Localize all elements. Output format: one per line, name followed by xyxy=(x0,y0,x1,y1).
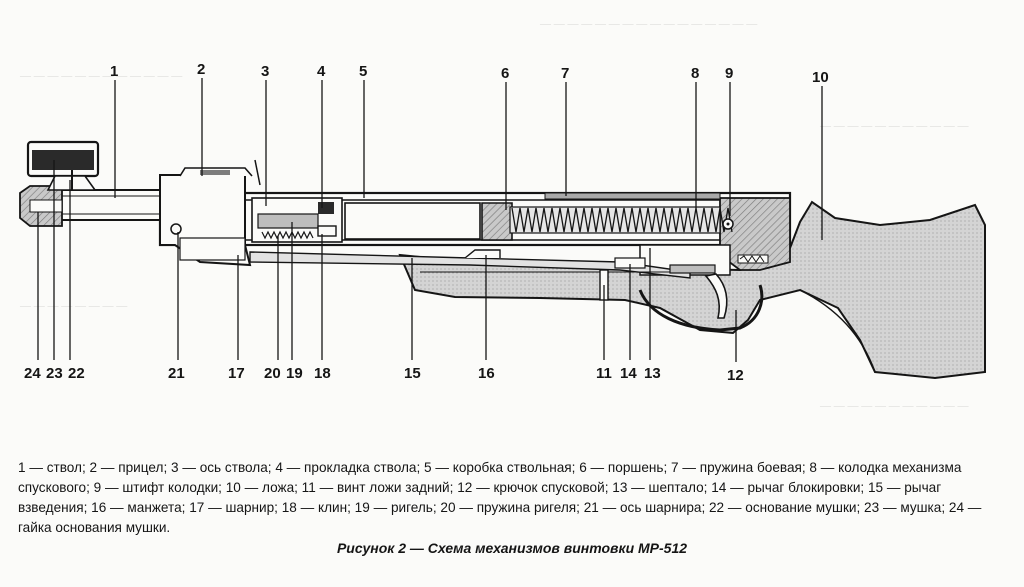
callout-20: 20 xyxy=(264,365,281,382)
callout-15: 15 xyxy=(404,365,421,382)
callout-4: 4 xyxy=(317,63,326,80)
trigger-guard xyxy=(638,284,764,332)
callout-10: 10 xyxy=(812,69,829,86)
sear xyxy=(669,264,716,274)
hinge-pin xyxy=(170,223,182,235)
figure-title: Рисунок 2 — Схема механизмов винтовки МР… xyxy=(336,540,688,556)
callout-14: 14 xyxy=(620,365,637,382)
callout-11: 11 xyxy=(596,365,612,382)
hinge-link xyxy=(179,237,246,261)
callout-9: 9 xyxy=(725,65,733,82)
spring-guide xyxy=(544,192,721,200)
grip-contour xyxy=(799,289,876,373)
callout-2: 2 xyxy=(197,61,205,78)
callout-17: 17 xyxy=(228,365,245,382)
callout-3: 3 xyxy=(261,63,269,80)
leader-lines xyxy=(37,78,823,362)
callout-18: 18 xyxy=(314,365,331,382)
wedge xyxy=(317,225,337,237)
rifle-schematic: 1 2 3 4 5 6 7 8 9 10 24 23 22 21 17 20 1… xyxy=(19,61,986,384)
breech-seal xyxy=(318,202,334,214)
callout-numbers: 1 2 3 4 5 6 7 8 9 10 24 23 22 21 17 20 1… xyxy=(24,61,829,384)
callout-1: 1 xyxy=(110,63,118,80)
cocking-lever xyxy=(249,251,691,279)
callout-23: 23 xyxy=(46,365,63,382)
mainspring xyxy=(511,207,733,233)
callout-7: 7 xyxy=(561,65,569,82)
callout-24: 24 xyxy=(24,365,41,382)
callout-5: 5 xyxy=(359,63,367,80)
callout-21: 21 xyxy=(168,365,185,382)
barrel xyxy=(59,189,161,221)
callout-13: 13 xyxy=(644,365,661,382)
callout-19: 19 xyxy=(286,365,303,382)
piston xyxy=(481,202,513,241)
trigger xyxy=(704,273,728,319)
callout-16: 16 xyxy=(478,365,495,382)
bolt xyxy=(257,213,319,229)
callout-6: 6 xyxy=(501,65,509,82)
callout-8: 8 xyxy=(691,65,699,82)
bolt-spring xyxy=(261,230,314,240)
callout-22: 22 xyxy=(68,365,85,382)
chamber xyxy=(344,202,481,240)
parts-legend: 1 — ствол; 2 — прицел; 3 — ось ствола; 4… xyxy=(18,460,982,535)
callout-12: 12 xyxy=(727,367,744,384)
